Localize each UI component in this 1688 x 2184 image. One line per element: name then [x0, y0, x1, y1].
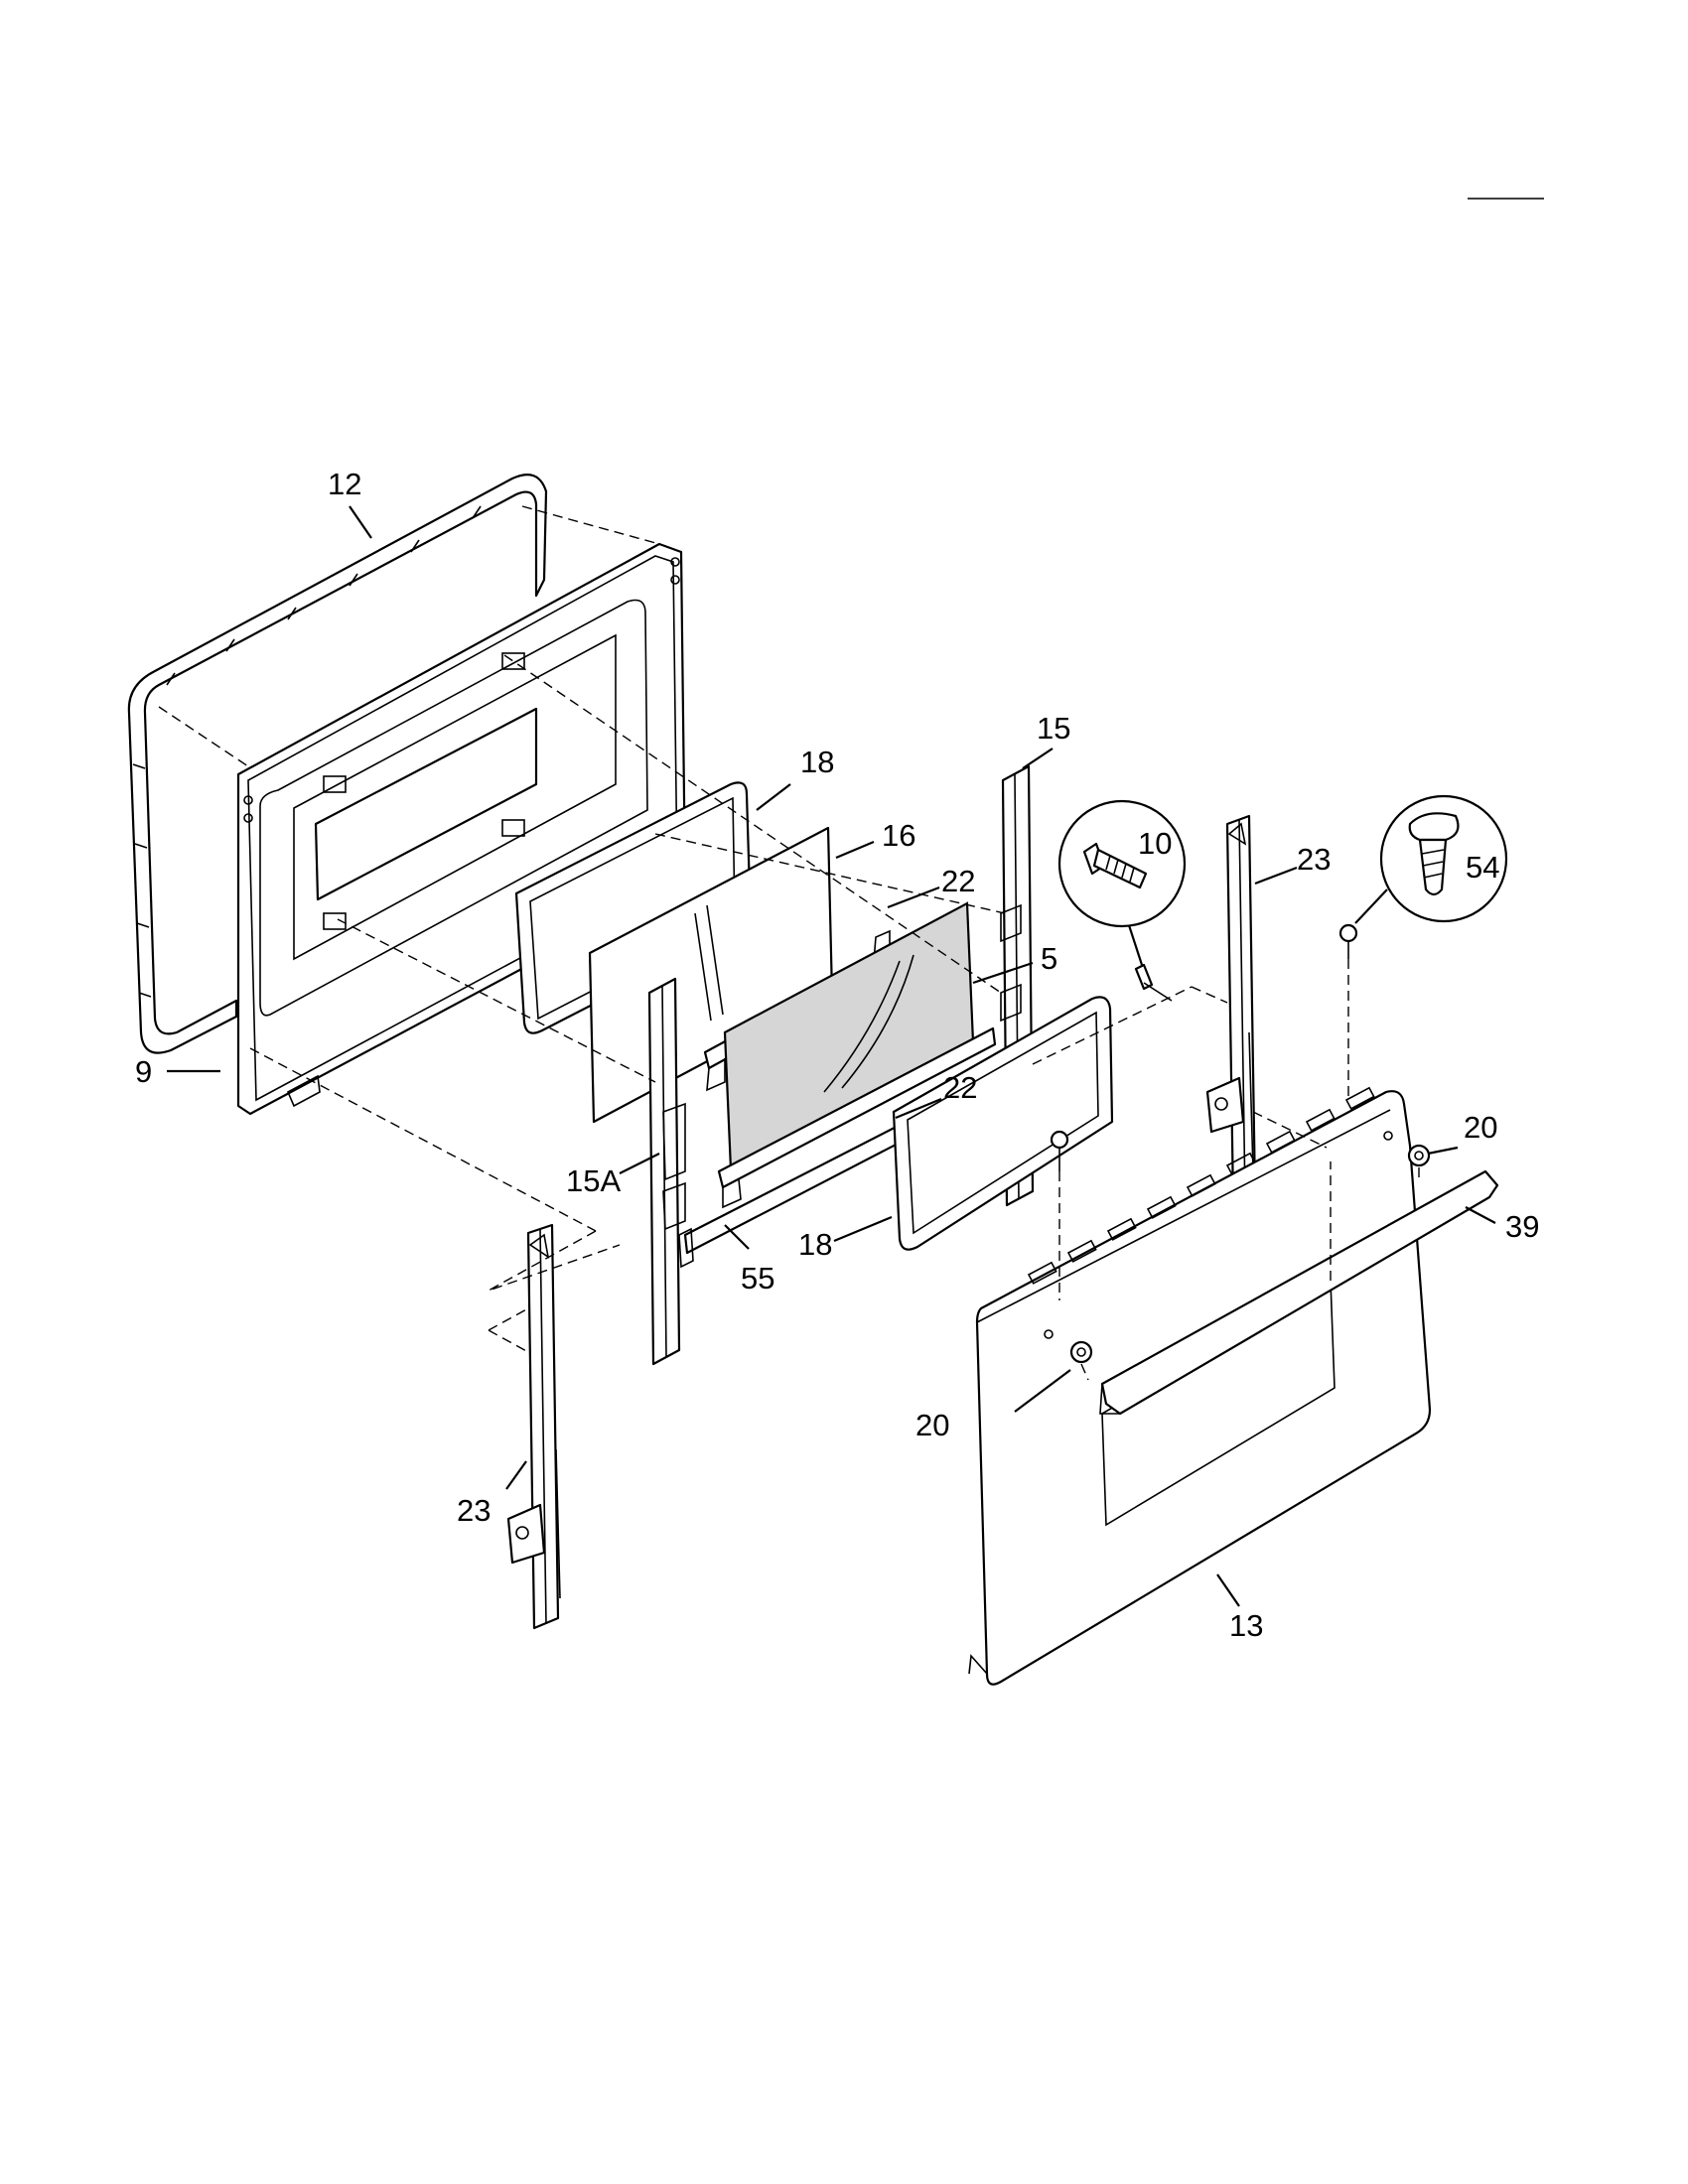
callout-leaders — [167, 505, 1496, 1607]
part-15a-left-door-channel[interactable] — [647, 977, 686, 1366]
callout-23-right: 23 — [1297, 842, 1331, 877]
callout-22-lower: 22 — [943, 1070, 977, 1105]
part-10-screw-detail[interactable] — [1057, 799, 1187, 1002]
part-20-lower-spacer[interactable] — [1069, 1340, 1093, 1364]
callout-15: 15 — [1037, 711, 1070, 746]
part-23-left-hinge[interactable] — [506, 1223, 561, 1630]
part-18-lower-glass-gasket[interactable] — [892, 996, 1114, 1251]
callout-54: 54 — [1466, 850, 1499, 885]
callout-12: 12 — [328, 467, 361, 501]
callout-55: 55 — [741, 1261, 774, 1296]
callout-39: 39 — [1505, 1209, 1539, 1244]
part-54-screw-detail[interactable] — [1338, 794, 1508, 959]
callout-16: 16 — [882, 818, 915, 853]
part-39-door-handle[interactable] — [1099, 1169, 1499, 1416]
callout-18-lower: 18 — [798, 1227, 832, 1262]
part-23-right-hinge[interactable] — [1205, 814, 1257, 1205]
part-12-door-gasket[interactable] — [127, 474, 548, 1054]
part-13-outer-door-panel[interactable] — [968, 1086, 1432, 1686]
callout-5: 5 — [1041, 941, 1057, 976]
callout-15a: 15A — [566, 1163, 621, 1198]
callout-20-lower: 20 — [915, 1408, 949, 1442]
small-screw[interactable] — [1050, 1130, 1069, 1171]
part-20-upper-spacer[interactable] — [1407, 1144, 1431, 1167]
assembly-guide-lines — [158, 505, 1420, 1381]
callout-labels: 12 9 18 16 15 10 23 54 22 5 15A 22 20 39… — [135, 467, 1539, 1643]
part-22-lower-glass-retainer[interactable] — [717, 1026, 997, 1209]
callout-18-upper: 18 — [800, 745, 834, 779]
callout-20-upper: 20 — [1464, 1110, 1497, 1145]
callout-23-left: 23 — [457, 1493, 491, 1528]
callout-10: 10 — [1138, 826, 1172, 861]
callout-22-upper: 22 — [941, 864, 975, 898]
callout-13: 13 — [1229, 1608, 1263, 1643]
callout-9: 9 — [135, 1054, 152, 1089]
